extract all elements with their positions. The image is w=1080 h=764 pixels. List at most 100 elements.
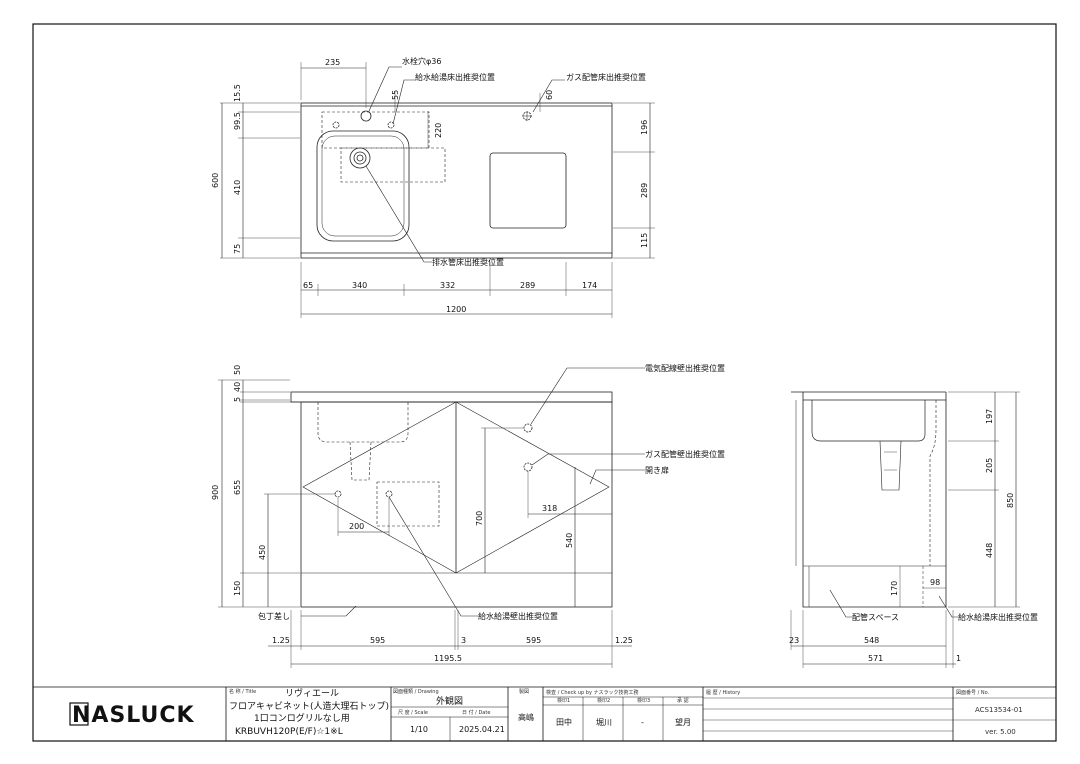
gas-wall-mark xyxy=(523,462,533,472)
check-val-3: - xyxy=(641,718,644,727)
dim-540: 540 xyxy=(565,533,574,548)
cabinet-body xyxy=(300,401,613,608)
door-label: 開き扉 xyxy=(645,465,669,475)
drawing-head: 図面種類 / Drawing xyxy=(393,688,439,695)
dim-174: 174 xyxy=(582,281,597,290)
dim-15-5: 15.5 xyxy=(233,84,242,102)
dim-1-25-left: 1.25 xyxy=(272,636,290,645)
dim-340: 340 xyxy=(352,281,367,290)
side-supply-floor-label-1: 給水給湯床出推奨位置 xyxy=(958,612,1038,622)
supply-floor-label: 給水給湯床出推奨位置 xyxy=(415,72,495,82)
plan-view xyxy=(220,62,655,318)
check-col-2: 検印2 xyxy=(597,697,610,704)
dim-115: 115 xyxy=(640,233,649,248)
dim-850: 850 xyxy=(1006,493,1015,508)
drawing-type: 外観図 xyxy=(436,695,463,707)
title-head: 名 称 / Title xyxy=(229,688,256,695)
dim-410: 410 xyxy=(233,180,242,195)
scale-head: 尺 度 / Scale xyxy=(398,709,428,716)
title-block xyxy=(33,686,1056,741)
dim-235: 235 xyxy=(325,58,340,67)
version: ver. 5.00 xyxy=(985,728,1016,736)
dim-99-5: 99.5 xyxy=(233,112,242,130)
check-col-1: 検印1 xyxy=(557,697,570,704)
date-head: 日 付 / Date xyxy=(462,709,490,716)
dim-1195-5: 1195.5 xyxy=(434,654,462,663)
faucet-hole xyxy=(360,110,372,122)
dim-150: 150 xyxy=(233,581,242,596)
drawn-head: 製図 xyxy=(519,688,529,695)
check-val-2: 堀川 xyxy=(596,718,612,727)
drawing-number: ACS13534-01 xyxy=(975,706,1023,714)
dim-55: 55 xyxy=(391,90,400,100)
dim-40: 40 xyxy=(233,382,242,392)
title-line-1: リヴィエール xyxy=(285,687,339,699)
dim-289-bottom: 289 xyxy=(520,281,535,290)
front-countertop xyxy=(290,391,613,403)
dim-3: 3 xyxy=(461,636,466,645)
dim-23: 23 xyxy=(789,636,799,645)
check-val-1: 田中 xyxy=(556,717,572,727)
check-val-4: 望月 xyxy=(675,717,691,727)
elec-wall-label: 電気配線壁出推奨位置 xyxy=(645,363,725,373)
gas-wall-label: ガス配管壁出推奨位置 xyxy=(645,449,725,459)
dim-220: 220 xyxy=(434,123,443,138)
left-door-swing xyxy=(302,401,457,574)
side-outline xyxy=(791,391,946,608)
dim-595-left: 595 xyxy=(370,636,385,645)
check-col-4: 承 認 xyxy=(677,697,689,704)
side-view xyxy=(790,391,1020,668)
front-view xyxy=(218,367,645,668)
sheet-border xyxy=(32,23,1057,742)
dim-98: 98 xyxy=(930,578,940,587)
nasluck-logo: NASLUCK xyxy=(72,703,195,728)
supply-wall-label: 給水給湯壁出推奨位置 xyxy=(478,611,558,621)
dim-318: 318 xyxy=(542,504,557,513)
dim-700: 700 xyxy=(475,511,484,526)
title-line-4: KRBUVH120P(E/F)☆1※L xyxy=(235,727,343,737)
dim-655: 655 xyxy=(233,480,242,495)
history-head: 履 歴 / History xyxy=(706,690,740,696)
dim-200: 200 xyxy=(349,522,364,531)
logo-n-box xyxy=(69,702,89,726)
dim-332: 332 xyxy=(440,281,455,290)
pipe-space-label: 配管スペース xyxy=(852,612,899,622)
knife-rack-label: 包丁差し xyxy=(258,611,290,621)
gas-floor-label: ガス配管床出推奨位置 xyxy=(566,72,646,82)
elec-wall-mark xyxy=(523,423,533,433)
dim-1-25-right: 1.25 xyxy=(615,636,633,645)
dim-600: 600 xyxy=(211,173,220,188)
dim-571: 571 xyxy=(868,654,883,663)
drain-floor-label: 排水管床出推奨位置 xyxy=(432,257,504,267)
date-value: 2025.04.21 xyxy=(459,725,505,734)
dim-450: 450 xyxy=(258,545,267,560)
dim-170: 170 xyxy=(890,581,899,596)
dim-65: 65 xyxy=(303,281,313,290)
dim-75: 75 xyxy=(233,244,242,254)
title-line-3: 1口コンログリルなし用 xyxy=(254,712,350,724)
dim-595-right: 595 xyxy=(526,636,541,645)
stove-cutout xyxy=(489,152,567,229)
check-col-3: 検印3 xyxy=(637,697,650,704)
right-door-swing xyxy=(455,401,610,574)
check-head: 検査 / Check up by ナスラック技術工務 xyxy=(546,689,639,696)
dim-205: 205 xyxy=(985,458,994,473)
dim-448: 448 xyxy=(985,543,994,558)
dim-289-right: 289 xyxy=(640,183,649,198)
side-sink xyxy=(811,400,926,442)
dim-196: 196 xyxy=(640,120,649,135)
dim-1: 1 xyxy=(956,654,961,663)
dim-197: 197 xyxy=(985,409,994,424)
number-head: 図面番号 / No. xyxy=(956,689,990,696)
dim-60: 60 xyxy=(545,90,554,100)
scale-value: 1/10 xyxy=(410,725,428,734)
drain-outlet xyxy=(349,147,371,169)
dim-548: 548 xyxy=(864,636,879,645)
faucet-hole-label: 水栓穴φ36 xyxy=(402,56,441,66)
countertop-outline xyxy=(300,102,613,259)
dim-900: 900 xyxy=(211,485,220,500)
drawn-by: 高嶋 xyxy=(518,712,534,722)
sink-bowl xyxy=(316,130,410,242)
dim-1200: 1200 xyxy=(446,305,466,314)
